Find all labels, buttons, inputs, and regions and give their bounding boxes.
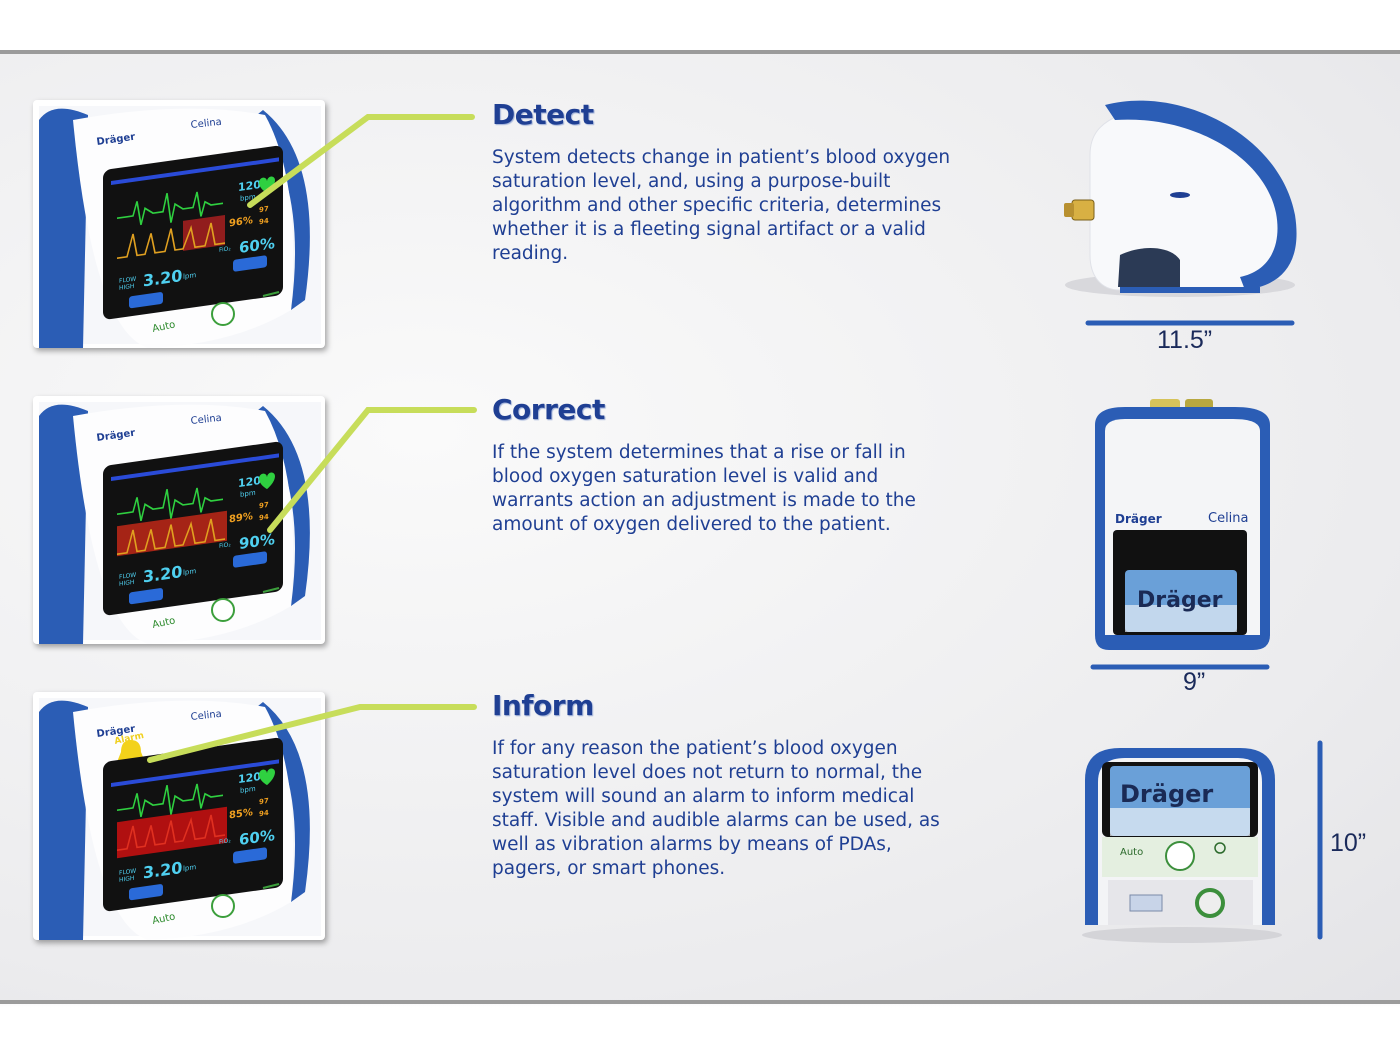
back-screen-logo: Dräger bbox=[1137, 588, 1223, 613]
front-mode-label: Auto bbox=[1120, 847, 1143, 858]
body-detect: System detects change in patient’s blood… bbox=[492, 147, 951, 264]
menu-button bbox=[129, 292, 163, 309]
dimension-line-front bbox=[1317, 740, 1323, 940]
card-brand-label: Dräger bbox=[96, 132, 136, 148]
mode-label: Auto bbox=[151, 911, 176, 927]
card-brand-label: Dräger bbox=[96, 428, 136, 444]
fio2-value: 60% bbox=[239, 826, 275, 849]
dimension-line-back bbox=[1090, 664, 1270, 670]
card-model-label: Celina bbox=[190, 117, 222, 131]
mode-label: Auto bbox=[151, 319, 176, 335]
pulse-value: 120 bbox=[238, 474, 261, 490]
flow-sub-label: HIGH bbox=[119, 875, 134, 884]
flow-sub-label: HIGH bbox=[119, 283, 134, 292]
spo2-value: 85% bbox=[229, 807, 253, 821]
connector-inform bbox=[147, 704, 477, 763]
flow-label: FLOW bbox=[119, 572, 136, 581]
connector-detect bbox=[247, 114, 475, 208]
knob-icon bbox=[211, 894, 235, 918]
fio2-label: FiO₂ bbox=[219, 837, 231, 846]
fio2-label: FiO₂ bbox=[219, 541, 231, 550]
fio2-label: FiO₂ bbox=[219, 245, 231, 254]
heading-inform: Inform bbox=[492, 689, 594, 722]
settings-button bbox=[233, 847, 267, 864]
flow-label: FLOW bbox=[119, 276, 136, 285]
top-divider bbox=[0, 50, 1400, 54]
alarm-bell-icon bbox=[117, 740, 145, 762]
spo2-limit-high: 97 bbox=[259, 796, 269, 806]
flow-unit: lpm bbox=[183, 862, 196, 873]
pulse-value: 120 bbox=[238, 770, 261, 786]
heading-correct: Correct bbox=[492, 393, 605, 426]
dimension-line-side bbox=[1085, 320, 1295, 326]
spo2-limit-low: 94 bbox=[259, 808, 269, 818]
fio2-value: 90% bbox=[239, 530, 275, 553]
settings-button bbox=[233, 255, 267, 272]
spo2-waveform bbox=[117, 222, 225, 259]
fio2-value: 60% bbox=[239, 234, 275, 257]
flow-sub-label: HIGH bbox=[119, 579, 134, 588]
knob-icon bbox=[211, 302, 235, 326]
spo2-waveform bbox=[117, 518, 225, 555]
bottom-divider bbox=[0, 1000, 1400, 1004]
front-screen-logo: Dräger bbox=[1120, 780, 1213, 808]
knob-icon bbox=[211, 598, 235, 622]
heart-icon bbox=[259, 768, 275, 786]
pleth-waveform bbox=[117, 783, 223, 818]
device-card-inform: Dräger Celina Alarm 120 bpm 85% 97 94 Fi… bbox=[33, 692, 325, 940]
menu-button bbox=[129, 884, 163, 901]
dimension-front-height: 10” bbox=[1330, 829, 1367, 857]
device-back-view: Dräger Celina Dräger bbox=[1095, 399, 1270, 650]
card-model-label: Celina bbox=[190, 413, 222, 427]
card-model-label: Celina bbox=[190, 709, 222, 723]
pulse-unit: bpm bbox=[240, 488, 256, 499]
flow-unit: lpm bbox=[183, 566, 196, 577]
pleth-waveform bbox=[117, 191, 223, 226]
body-inform: If for any reason the patient’s blood ox… bbox=[492, 738, 940, 879]
heading-detect: Detect bbox=[492, 98, 594, 131]
settings-button bbox=[233, 551, 267, 568]
spo2-waveform bbox=[117, 814, 225, 851]
spo2-limit-low: 94 bbox=[259, 512, 269, 522]
spo2-limit-high: 97 bbox=[259, 204, 269, 214]
device-frame bbox=[39, 404, 88, 644]
pulse-unit: bpm bbox=[240, 784, 256, 795]
device-card-detect: Dräger Celina 120 bpm 96% 97 94 FiO₂ 60%… bbox=[33, 100, 325, 348]
back-brand-label: Dräger bbox=[1115, 512, 1162, 526]
menu-button bbox=[129, 588, 163, 605]
device-frame bbox=[39, 108, 88, 348]
device-side-view bbox=[1064, 100, 1297, 297]
pleth-waveform bbox=[117, 487, 223, 522]
mode-label: Auto bbox=[151, 615, 176, 631]
heart-icon bbox=[259, 472, 275, 490]
dimension-back-width: 9” bbox=[1183, 668, 1206, 696]
pulse-unit: bpm bbox=[240, 192, 256, 203]
flow-unit: lpm bbox=[183, 270, 196, 281]
spo2-value: 89% bbox=[229, 511, 253, 525]
device-frame bbox=[39, 700, 88, 940]
flow-label: FLOW bbox=[119, 868, 136, 877]
pulse-value: 120 bbox=[238, 178, 261, 194]
connector-correct bbox=[267, 407, 477, 533]
dimension-side-width: 11.5” bbox=[1157, 326, 1213, 354]
spo2-limit-low: 94 bbox=[259, 216, 269, 226]
back-model-label: Celina bbox=[1208, 511, 1249, 526]
card-brand-label: Dräger bbox=[96, 724, 136, 740]
body-correct: If the system determines that a rise or … bbox=[492, 442, 916, 535]
device-front-view: Dräger Auto bbox=[1082, 748, 1282, 943]
spo2-value: 96% bbox=[229, 215, 253, 229]
spo2-limit-high: 97 bbox=[259, 500, 269, 510]
